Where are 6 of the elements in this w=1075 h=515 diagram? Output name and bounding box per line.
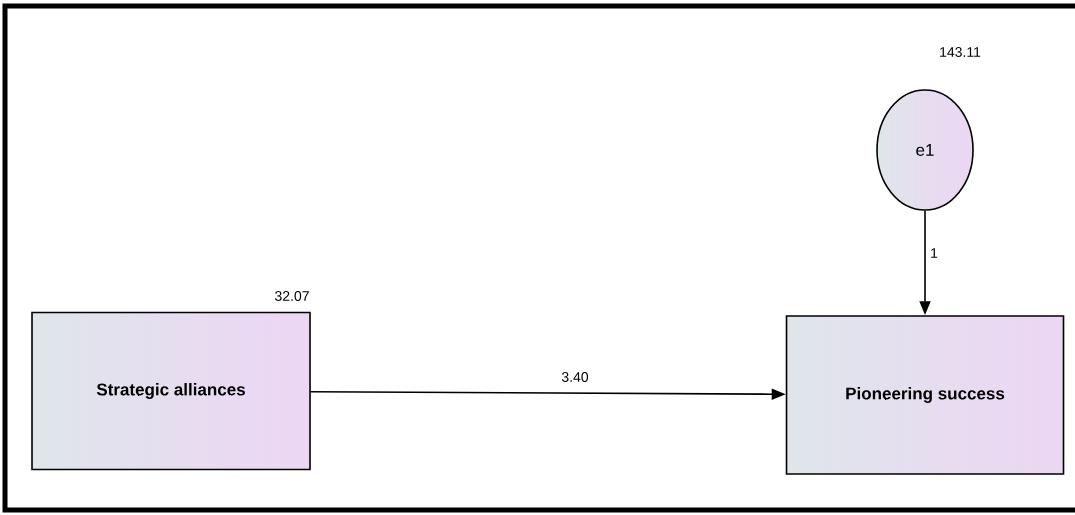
edge-label: 1 <box>929 247 939 259</box>
variance-label: 143.11 <box>940 47 981 57</box>
variable-box: Strategic alliances <box>31 311 311 471</box>
variable-box: Pioneering success <box>785 315 1065 475</box>
edge-label: 3.40 <box>560 371 590 383</box>
variance-label: 32.07 <box>275 291 309 301</box>
